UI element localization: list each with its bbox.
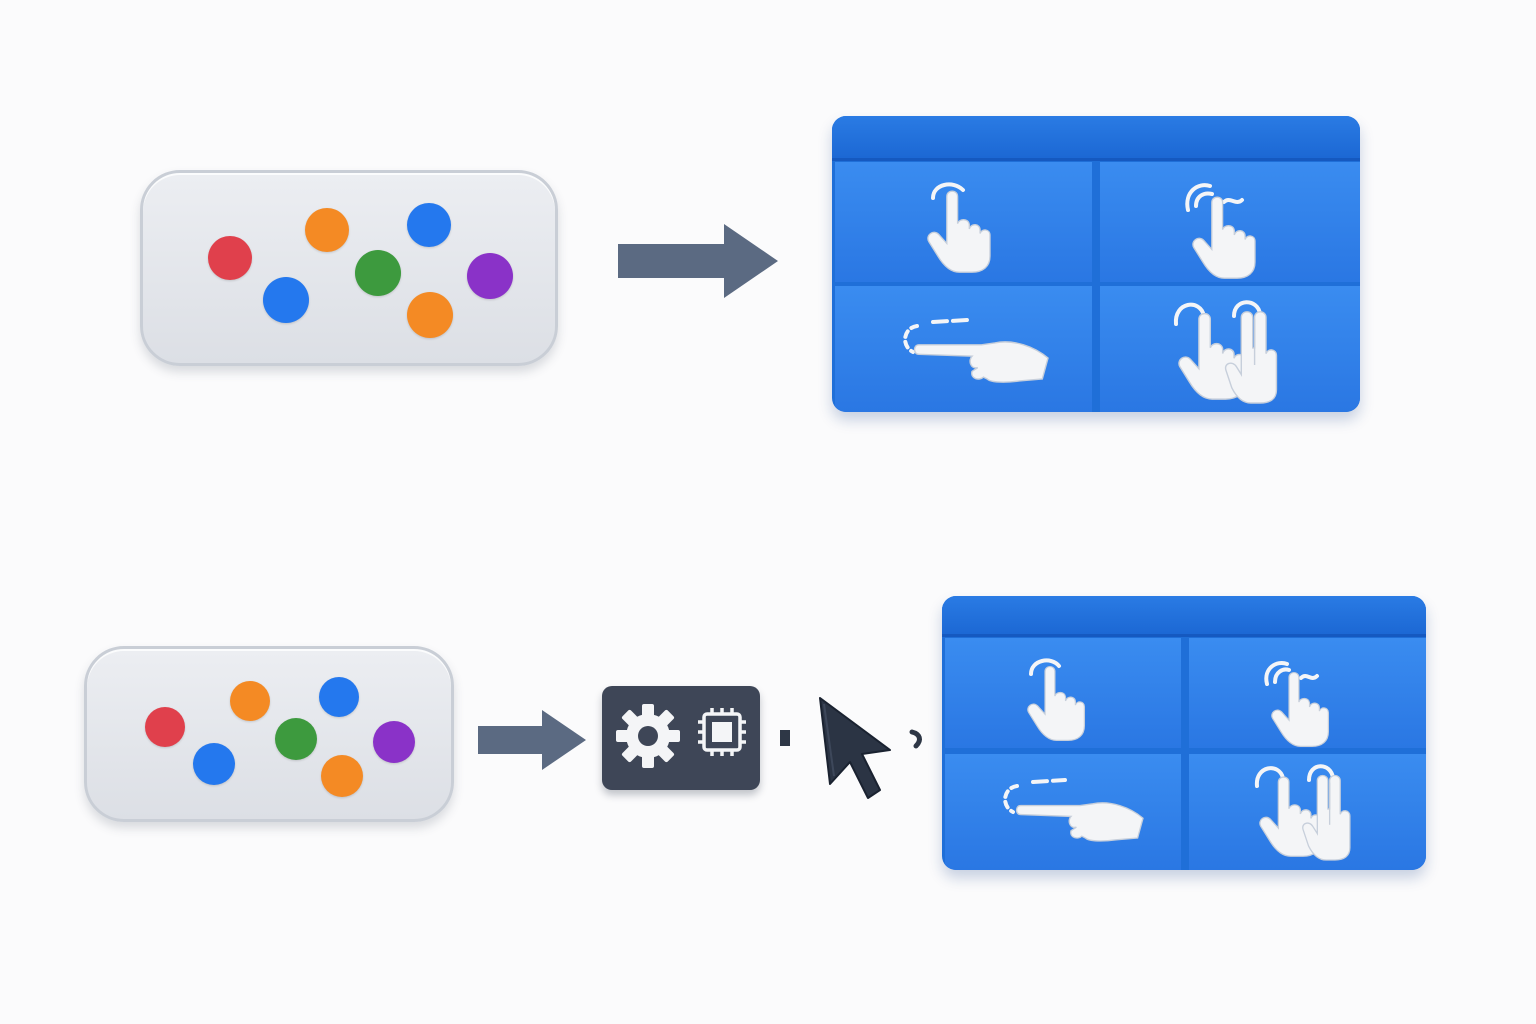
- gesture-tile-swipe: [945, 754, 1181, 870]
- controller-button-orange: [305, 208, 349, 252]
- panel-title-bar: [832, 116, 1360, 161]
- touch-gesture-panel-top: [832, 116, 1360, 412]
- controller-button-blue: [407, 203, 451, 247]
- arrow-right: [618, 224, 778, 298]
- two-finger-tap-hand-icon: [1254, 764, 1351, 861]
- gesture-tile-two-finger-tap: [1100, 286, 1360, 412]
- processor-box: [602, 686, 760, 790]
- gesture-tile-swipe: [835, 286, 1092, 412]
- swipe-hand-icon: [903, 318, 1049, 383]
- controller-button-purple: [467, 253, 513, 299]
- touch-gesture-panel-bottom: [942, 596, 1426, 870]
- gesture-tile-tap: [835, 162, 1092, 282]
- controller-button-red: [208, 236, 252, 280]
- swipe-hand-icon: [1003, 778, 1144, 842]
- tap-hand-icon: [927, 182, 991, 273]
- gesture-tile-tap: [945, 638, 1181, 748]
- arrow-right: [478, 710, 586, 770]
- double-tap-hand-icon: [1264, 661, 1330, 747]
- controller-button-orange: [321, 755, 363, 797]
- game-controller-top: [140, 170, 558, 366]
- controller-button-orange: [230, 681, 270, 721]
- tap-hand-icon: [1027, 658, 1086, 741]
- controller-button-orange: [407, 292, 453, 338]
- gesture-tile-two-finger-tap: [1189, 754, 1426, 870]
- gear-icon: [616, 704, 680, 768]
- controller-button-red: [145, 707, 185, 747]
- chip-icon: [698, 708, 746, 756]
- double-tap-hand-icon: [1185, 183, 1256, 279]
- game-controller-bottom: [84, 646, 454, 822]
- panel-title-bar: [942, 596, 1426, 637]
- gesture-tile-double-tap: [1100, 162, 1360, 282]
- controller-button-blue: [193, 743, 235, 785]
- controller-button-green: [275, 718, 317, 760]
- two-finger-tap-hand-icon: [1173, 300, 1278, 404]
- controller-button-green: [355, 250, 401, 296]
- dashed-connector: [780, 729, 922, 749]
- controller-button-blue: [319, 677, 359, 717]
- controller-button-blue: [263, 277, 309, 323]
- mouse-cursor-icon: [819, 697, 891, 799]
- controller-button-purple: [373, 721, 415, 763]
- gesture-tile-double-tap: [1189, 638, 1426, 748]
